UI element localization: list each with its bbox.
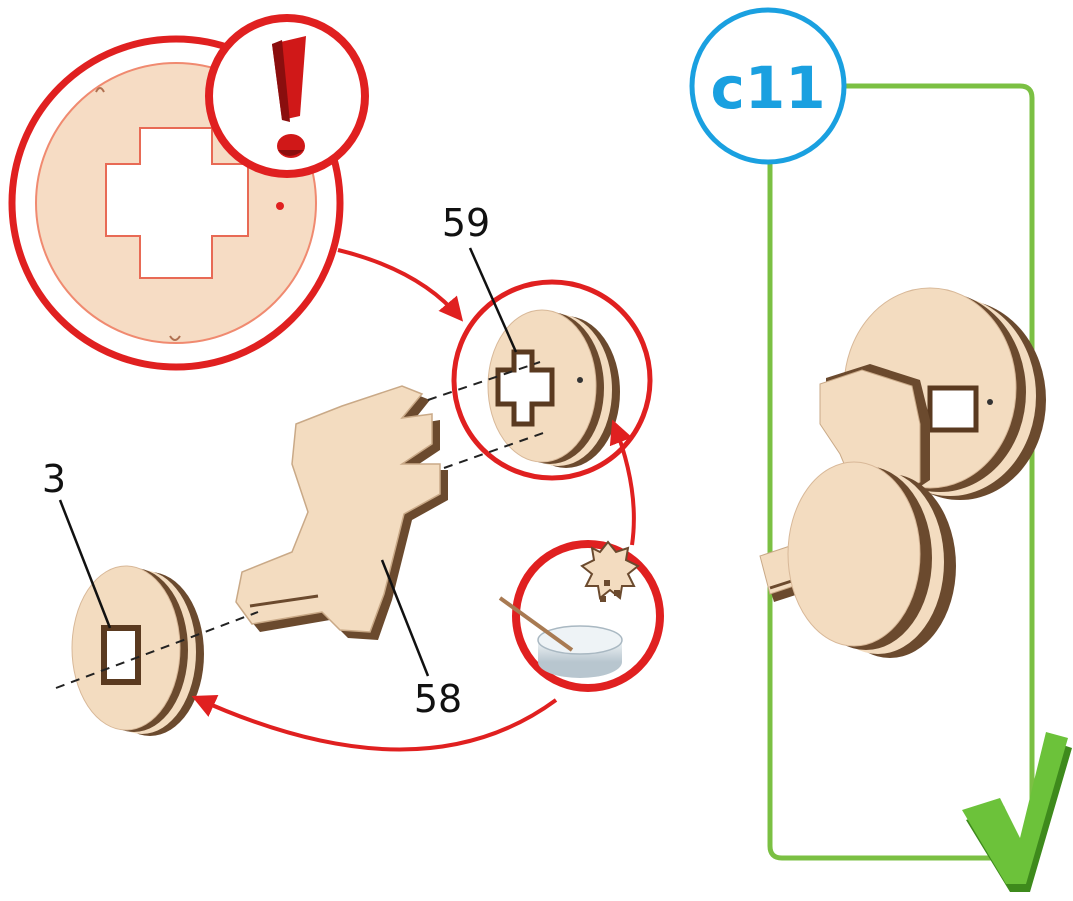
part-label-58: 58: [414, 677, 462, 721]
step-label: c11: [710, 54, 825, 122]
exclamation-icon: [209, 18, 365, 174]
detail-arrow: [338, 250, 460, 318]
glue-icon: [500, 542, 660, 688]
part-3: [72, 566, 204, 736]
step-badge: c11: [692, 10, 844, 162]
part-label-59: 59: [442, 201, 490, 245]
checkmark-icon: [962, 732, 1072, 892]
part-58: [236, 386, 448, 640]
part-label-3: 3: [42, 457, 66, 501]
assembled-result: [760, 288, 1046, 658]
